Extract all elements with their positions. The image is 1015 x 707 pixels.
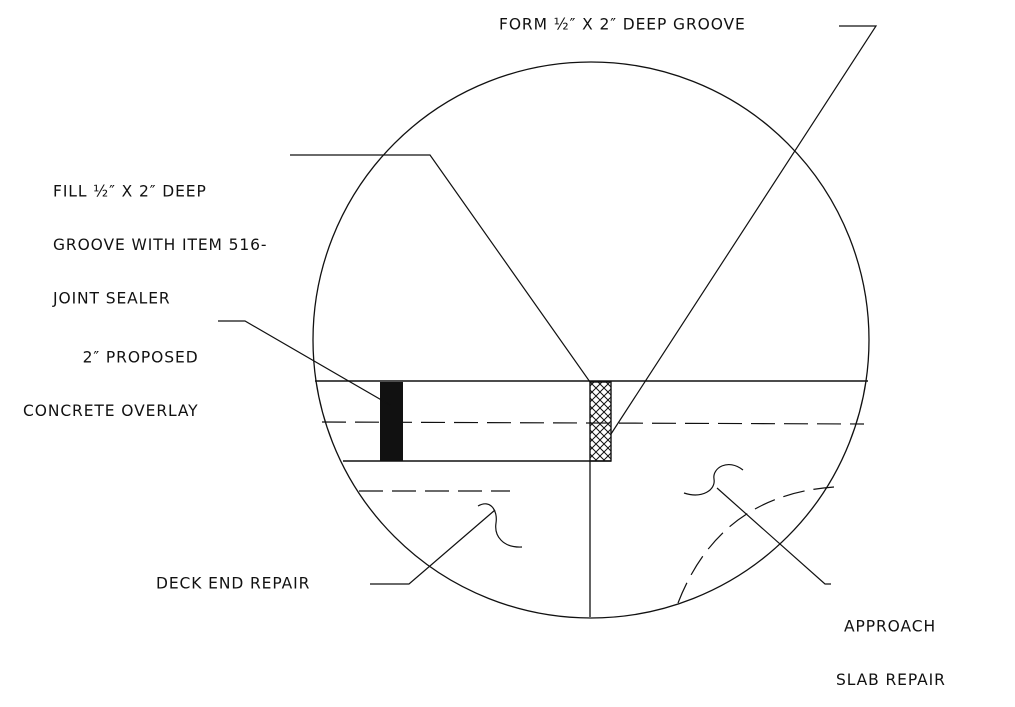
leader-form-groove (610, 25, 878, 435)
leader-deck-end (370, 509, 496, 585)
leader-fill-groove (290, 154, 591, 383)
approach-slab-repair-label: APPROACH SLAB REPAIR (836, 582, 946, 707)
overlay-line-2: CONCRETE OVERLAY (23, 401, 199, 421)
fill-groove-label: FILL ½″ X 2″ DEEP GROOVE WITH ITEM 516- … (53, 147, 267, 326)
detail-circle (312, 61, 870, 619)
deck-end-repair-label: DECK END REPAIR (156, 573, 311, 593)
approach-line-2: SLAB REPAIR (836, 670, 946, 690)
form-groove-label: FORM ½″ X 2″ DEEP GROOVE (499, 14, 746, 34)
leader-approach-slab (716, 487, 831, 585)
fill-groove-line-2: GROOVE WITH ITEM 516- (53, 235, 268, 255)
overlay-line-1: 2″ PROPOSED (82, 347, 199, 367)
leader-overlay (218, 320, 391, 406)
overlay-label: 2″ PROPOSED CONCRETE OVERLAY (23, 313, 199, 438)
fill-groove-line-3: JOINT SEALER (53, 288, 171, 308)
detail-drawing (218, 25, 878, 619)
approach-line-1: APPROACH (844, 616, 937, 636)
overlay-bar (380, 382, 403, 461)
joint-sealer (589, 381, 612, 462)
deck-end-squiggle (477, 503, 523, 548)
fill-groove-line-1: FILL ½″ X 2″ DEEP (53, 181, 207, 201)
approach-squiggle (683, 464, 744, 496)
approach-slab-arc (677, 486, 835, 604)
